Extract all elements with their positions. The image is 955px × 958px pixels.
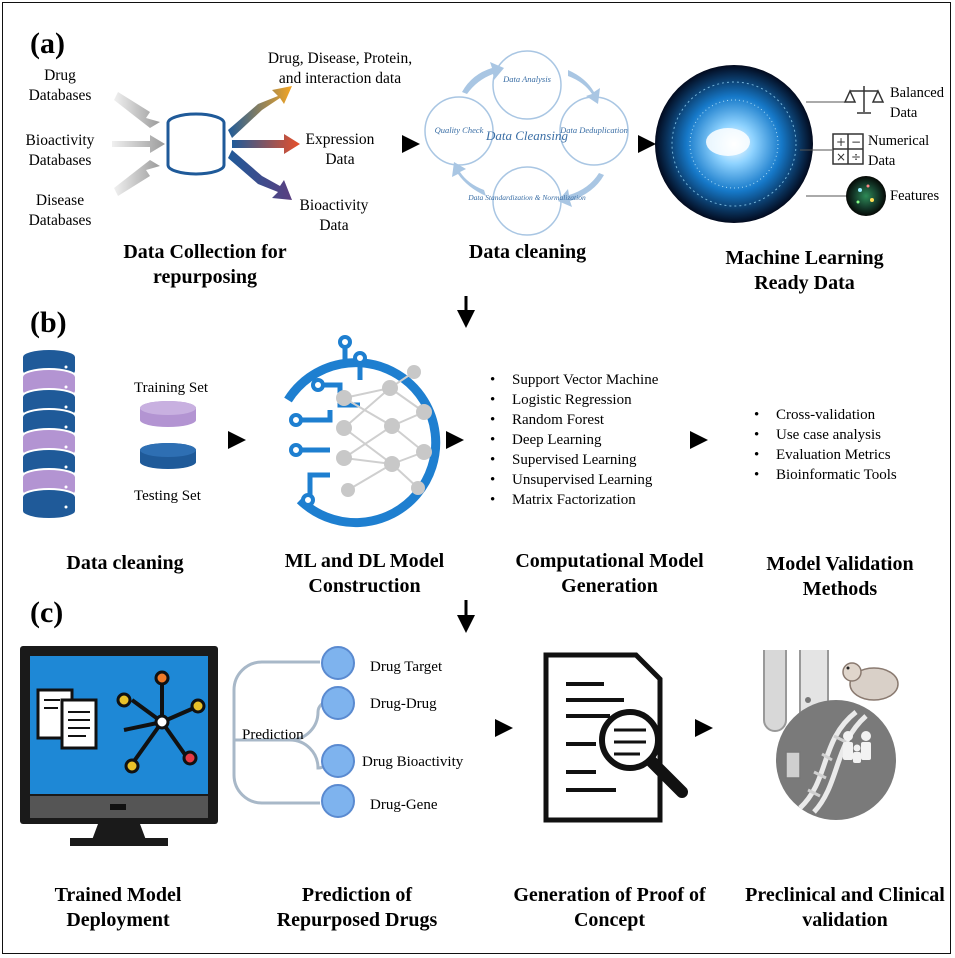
- neural-network-icon: [284, 335, 441, 528]
- caption-proof-of-concept: Generation of Proof of Concept: [513, 884, 706, 931]
- target-drug-target: Drug Target: [370, 659, 443, 675]
- cycle-step-deduplication: Data Deduplication: [559, 125, 628, 135]
- svg-text:÷: ÷: [851, 150, 861, 164]
- stacked-database-icon: [21, 348, 77, 520]
- caption-clinical-validation: Preclinical and Clinical validation: [745, 884, 945, 931]
- stacked-database-dots: [64, 365, 68, 509]
- ml-connector-lines: [800, 101, 846, 197]
- training-set-label: Training Set: [134, 380, 209, 396]
- caption-data-collection: Data Collection for repurposing: [123, 241, 287, 288]
- network-graph-icon: [116, 670, 206, 774]
- source-drug-databases: Drug Databases: [28, 67, 92, 104]
- caption-validation-methods: Model Validation Methods: [766, 553, 914, 600]
- caption-data-cleaning-b: Data cleaning: [66, 552, 184, 574]
- ml-features: Features: [890, 188, 940, 204]
- outgoing-arrows: [228, 86, 300, 200]
- cycle-step-analysis: Data Analysis: [502, 74, 551, 84]
- target-drug-bioactivity: Drug Bioactivity: [362, 754, 464, 770]
- validation-item: Evaluation Metrics: [752, 445, 932, 465]
- caption-model-construction: ML and DL Model Construction: [284, 550, 445, 597]
- panel-label-a: (a): [30, 27, 65, 60]
- validation-item: Use case analysis: [752, 425, 932, 445]
- caption-trained-deployment: Trained Model Deployment: [54, 884, 182, 931]
- clinical-collage-image: [763, 650, 899, 820]
- validation-item: Bioinformatic Tools: [752, 465, 932, 485]
- svg-text:×: ×: [836, 150, 846, 164]
- panel-label-c: (c): [30, 596, 64, 629]
- balance-icon: [843, 86, 885, 114]
- caption-data-cleaning-a: Data cleaning: [468, 241, 587, 263]
- svg-text:+: +: [836, 135, 846, 149]
- prediction-label: Prediction: [242, 727, 304, 743]
- panel-label-b: (b): [30, 306, 67, 339]
- target-drug-gene: Drug-Gene: [370, 797, 438, 813]
- document-stack-icon: [36, 688, 98, 750]
- caption-model-generation: Computational Model Generation: [515, 550, 704, 597]
- features-icon: [846, 176, 886, 216]
- incoming-arrows: [112, 92, 165, 196]
- model-item: Support Vector Machine: [488, 370, 698, 390]
- output-bioactivity-data: Bioactivity Data: [299, 197, 369, 234]
- model-item: Random Forest: [488, 410, 698, 430]
- caption-ml-ready-data: Machine Learning Ready Data: [725, 247, 884, 294]
- validation-list: Cross-validation Use case analysis Evalu…: [752, 405, 932, 485]
- validation-item: Cross-validation: [752, 405, 932, 425]
- model-item: Supervised Learning: [488, 450, 698, 470]
- cycle-step-normalization: Data Standardization & Normalization: [467, 193, 586, 202]
- source-disease-databases: Disease Databases: [28, 192, 92, 229]
- model-item: Unsupervised Learning: [488, 470, 698, 490]
- prediction-nodes: [321, 646, 355, 818]
- calculator-icon: [832, 133, 864, 165]
- database-icon: [166, 112, 226, 176]
- svg-text:−: −: [851, 135, 861, 149]
- cycle-step-quality-check: Quality Check: [435, 125, 484, 135]
- testing-set-label: Testing Set: [134, 488, 201, 504]
- ml-balanced-data: Balanced Data: [890, 85, 944, 121]
- model-item: Matrix Factorization: [488, 490, 698, 510]
- target-drug-drug: Drug-Drug: [370, 696, 437, 712]
- document-magnifier-icon: [543, 652, 688, 823]
- cycle-center-label: Data Cleansing: [485, 128, 568, 143]
- output-expression-data: Expression Data: [305, 131, 375, 168]
- source-bioactivity-databases: Bioactivity Databases: [25, 132, 95, 169]
- ml-numerical-data: Numerical Data: [868, 133, 930, 169]
- data-tunnel-image: [655, 65, 813, 223]
- training-set-icon: [140, 401, 196, 427]
- testing-set-icon: [140, 443, 196, 469]
- caption-prediction-repurposed: Prediction of Repurposed Drugs: [276, 884, 438, 931]
- cycle-arrows: [452, 62, 604, 207]
- calculator-glyphs: +− × ÷: [836, 135, 861, 164]
- model-list: Support Vector Machine Logistic Regressi…: [488, 370, 698, 510]
- model-item: Logistic Regression: [488, 390, 698, 410]
- output-interaction-data: Drug, Disease, Protein, and interaction …: [267, 50, 413, 87]
- model-item: Deep Learning: [488, 430, 698, 450]
